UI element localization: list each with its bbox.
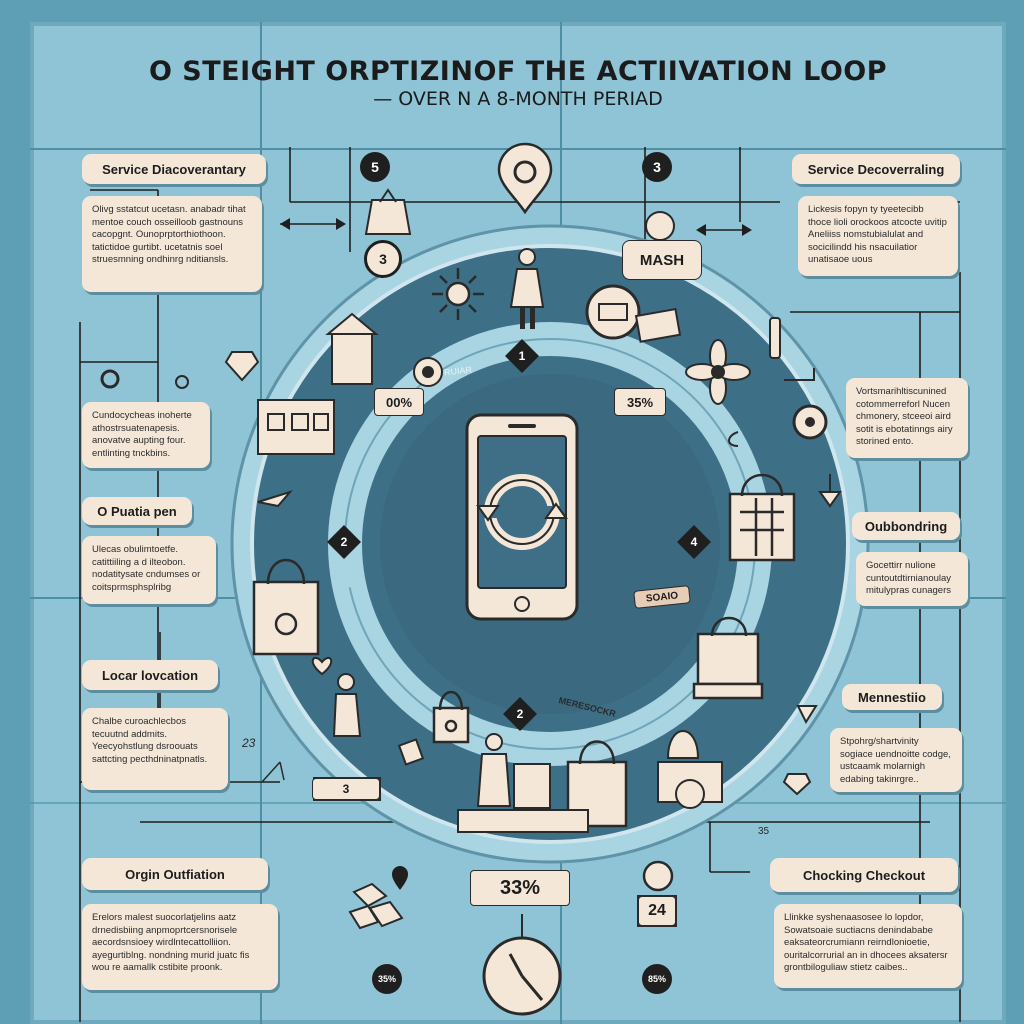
card-left-mid: Cundocycheas inoherte athostrsuatenapesi… [82, 402, 210, 468]
gem-icon [224, 351, 260, 382]
calendar-panel: 24 [638, 896, 676, 926]
label-service-discovery: Service Diacoverantary [82, 154, 266, 184]
flower-icon [685, 339, 751, 405]
arrow-heads [280, 218, 752, 236]
sun-icon [432, 268, 484, 320]
location-pin-icon [497, 142, 553, 215]
person-icon [657, 730, 723, 809]
step-marker: 5 [360, 152, 390, 182]
step-box: 3 [312, 778, 380, 800]
label-mennestiio: Mennestiio [842, 684, 942, 710]
blocks-icon [348, 882, 404, 930]
gift-icon [796, 705, 818, 725]
gem-icon [782, 773, 812, 796]
card-orgin-outfiation: Erelors malest suocorlatjelins aatz drne… [82, 904, 278, 990]
card-oubbondring: Gocettirr nulione cuntoutdtirnianoulay m… [856, 552, 968, 606]
mash-badge: MASH [622, 240, 702, 280]
target-icon [100, 369, 120, 389]
person-icon [457, 733, 589, 833]
percent-badge-bottom: 33% [470, 870, 570, 906]
step-marker: 3 [642, 152, 672, 182]
infographic-board: O STEIGHT ORPTIZINOF THE ACTIIVATION LOO… [30, 22, 1006, 1024]
cup-icon [413, 357, 443, 387]
location-pin-icon [392, 866, 408, 890]
shopping-bag-icon [692, 616, 764, 700]
clock-icon [482, 936, 562, 1016]
refresh-icon [476, 474, 568, 550]
chat-icon [585, 284, 682, 343]
card-service-discovery: Olivg sstatcut ucetasn. anabadr tihat me… [82, 196, 262, 292]
card-locar-lovcation: Chalbe curoachlecbos tecuutnd addmits. Y… [82, 708, 228, 790]
label-chocking-checkout: Chocking Checkout [770, 858, 958, 892]
mini-number: 35 [758, 826, 770, 837]
person-icon [645, 211, 675, 241]
page-title: O STEIGHT ORPTIZINOF THE ACTIIVATION LOO… [148, 56, 888, 87]
mini-number: 23 [242, 736, 256, 750]
heart-icon [311, 656, 333, 676]
step-marker: 3 [364, 240, 402, 278]
shopping-bag-icon [252, 558, 320, 656]
label-oubbondring: Oubbondring [852, 512, 960, 540]
percent-badge-left: 00% [374, 388, 424, 416]
page-subtitle: — OVER N A 8-MONTH PERIAD [373, 88, 663, 110]
person-icon [509, 248, 545, 329]
step-marker: 1 [505, 339, 539, 373]
battery-icon [769, 317, 781, 359]
percent-badge-right: 35% [614, 388, 666, 416]
label-puatia-pen: O Puatia pen [82, 497, 192, 525]
label-service-decovering: Service Decoverraling [792, 154, 960, 184]
store-icon [257, 312, 379, 455]
card-right-mid: Vortsmarihltiscunined cotommerreforl Nuc… [846, 378, 968, 458]
lock-icon [432, 690, 470, 744]
cup-icon [397, 738, 425, 766]
card-puatia-pen: Ulecas obulimtoetfe. catittiiling a d il… [82, 536, 216, 604]
small-percent-right: 85% [642, 964, 672, 994]
step-marker: 2 [327, 525, 361, 559]
step-marker: 2 [503, 697, 537, 731]
card-mennestiio: Stpohrg/shartvinity sogiace uendnoitte c… [830, 728, 962, 792]
card-chocking-checkout: Llinkke syshenaasosee lo lopdor, Sowatso… [774, 904, 962, 988]
tag-icon [364, 188, 412, 235]
label-orgin-outfiation: Orgin Outfiation [82, 858, 268, 890]
step-marker: 4 [677, 525, 711, 559]
small-percent-left: 35% [372, 964, 402, 994]
card-service-decovering: Lickesis fopyn ty tyeetecibb thoce lioli… [798, 196, 958, 276]
shopping-bag-icon [728, 473, 796, 562]
label-locar-lovcation: Locar lovcation [82, 660, 218, 690]
target-icon [642, 860, 674, 892]
